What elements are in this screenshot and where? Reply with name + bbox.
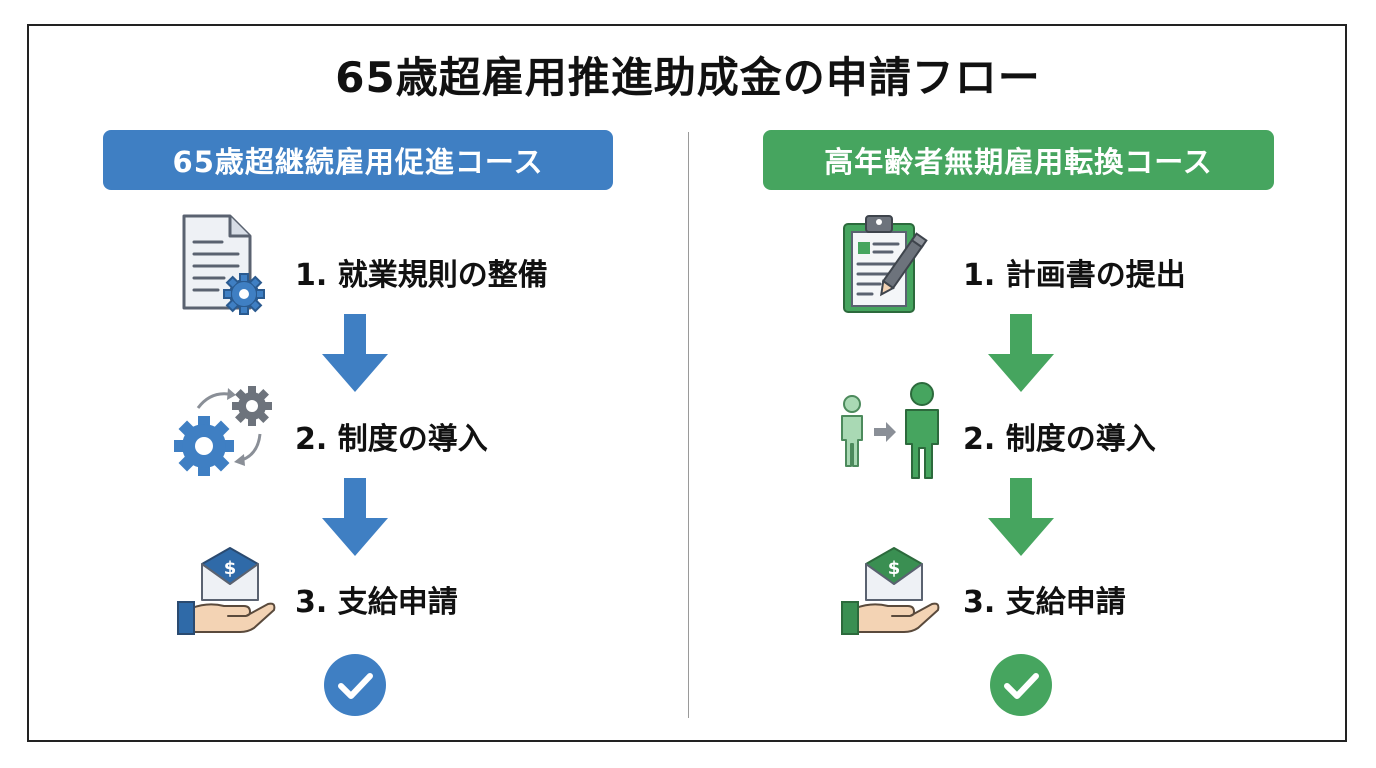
clipboard-pen-icon xyxy=(843,215,928,313)
column-divider xyxy=(688,132,689,718)
right-step-3-text: 3. 支給申請 xyxy=(963,585,1126,620)
left-course-label: 65歳超継続雇用促進コース xyxy=(103,130,613,190)
document-gear-icon xyxy=(182,214,265,315)
left-step-2-text: 2. 制度の導入 xyxy=(295,422,488,457)
hand-money-envelope-icon: $ xyxy=(177,547,276,635)
right-step-2-text: 2. 制度の導入 xyxy=(963,422,1156,457)
right-step-1-text: 1. 計画書の提出 xyxy=(963,258,1186,293)
right-course-label: 高年齢者無期雇用転換コース xyxy=(763,130,1274,190)
svg-text:$: $ xyxy=(888,558,901,579)
gears-cycle-icon xyxy=(174,386,272,476)
left-step-3-text: 3. 支給申請 xyxy=(295,585,458,620)
check-circle-icon xyxy=(990,654,1052,716)
down-arrow-icon xyxy=(988,478,1054,556)
page-title: 65歳超雇用推進助成金の申請フロー xyxy=(335,53,1041,102)
check-circle-icon xyxy=(324,654,386,716)
left-step-1-text: 1. 就業規則の整備 xyxy=(295,258,548,293)
down-arrow-icon xyxy=(322,314,388,392)
down-arrow-icon xyxy=(322,478,388,556)
svg-text:$: $ xyxy=(224,558,237,579)
down-arrow-icon xyxy=(988,314,1054,392)
hand-money-envelope-icon: $ xyxy=(841,547,940,635)
person-transition-icon xyxy=(841,382,939,479)
